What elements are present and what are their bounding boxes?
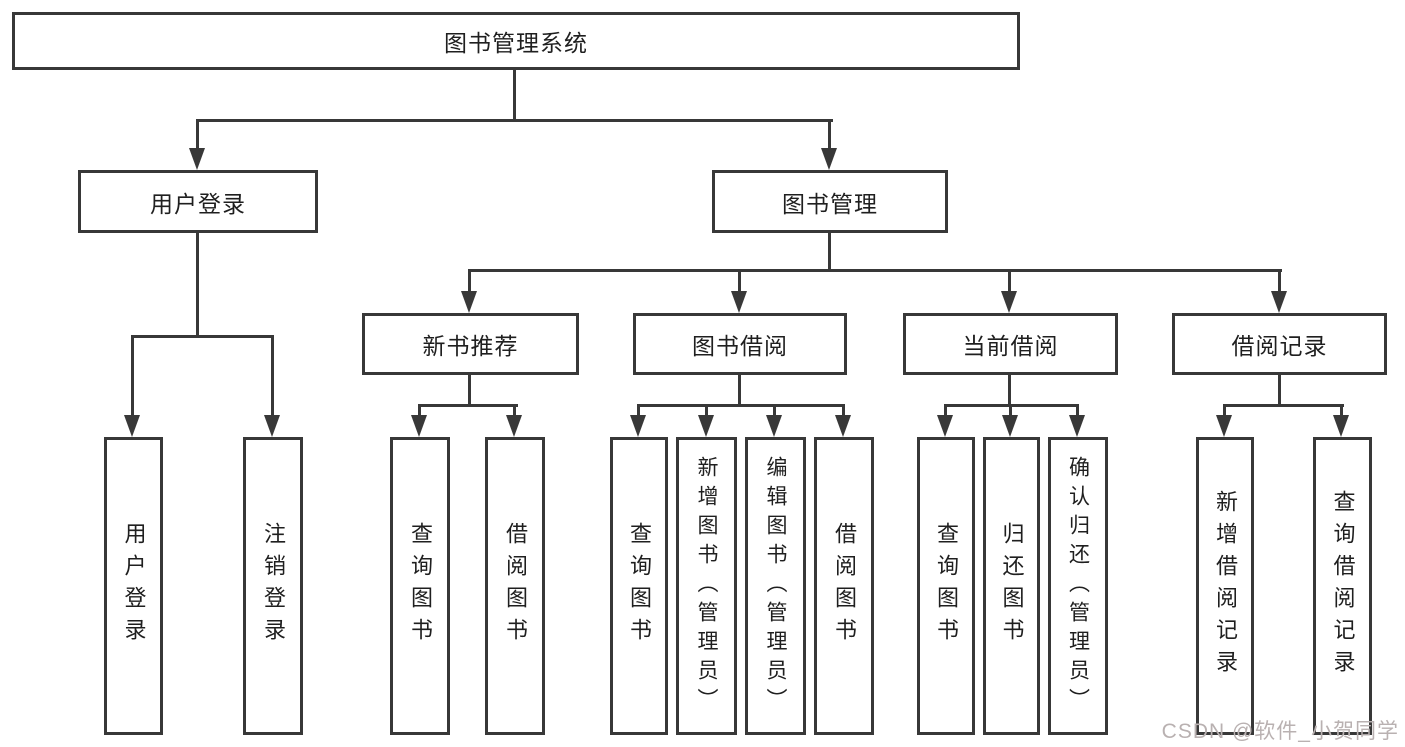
leaf-confirm-return-admin: 确认归还（管理员） bbox=[1048, 437, 1108, 735]
arrow-down-icon bbox=[189, 148, 205, 170]
connector-line bbox=[271, 335, 274, 417]
arrow-down-icon bbox=[630, 415, 646, 437]
connector-line bbox=[944, 404, 947, 417]
connector-line bbox=[842, 404, 845, 417]
connector-line bbox=[1008, 375, 1011, 406]
leaf-query-books-recommend: 查询图书 bbox=[390, 437, 450, 735]
arrow-down-icon bbox=[937, 415, 953, 437]
arrow-down-icon bbox=[461, 291, 477, 313]
connector-line bbox=[468, 269, 1282, 272]
node-current-borrowing: 当前借阅 bbox=[903, 313, 1118, 375]
connector-line bbox=[1076, 404, 1079, 417]
leaf-query-books-current: 查询图书 bbox=[917, 437, 975, 735]
leaf-add-book-admin: 新增图书（管理员） bbox=[676, 437, 737, 735]
connector-line bbox=[468, 269, 471, 293]
node-system-root: 图书管理系统 bbox=[12, 12, 1020, 70]
connector-line bbox=[738, 375, 741, 406]
arrow-down-icon bbox=[1333, 415, 1349, 437]
arrow-down-icon bbox=[821, 148, 837, 170]
arrow-down-icon bbox=[264, 415, 280, 437]
arrow-down-icon bbox=[124, 415, 140, 437]
connector-line bbox=[705, 404, 708, 417]
connector-line bbox=[513, 69, 516, 122]
leaf-add-borrow-record: 新增借阅记录 bbox=[1196, 437, 1254, 735]
connector-line bbox=[1340, 404, 1343, 417]
connector-line bbox=[828, 119, 831, 150]
connector-line bbox=[1009, 404, 1012, 417]
connector-line bbox=[1223, 404, 1226, 417]
connector-line bbox=[637, 404, 845, 407]
leaf-borrow-books-recommend: 借阅图书 bbox=[485, 437, 545, 735]
node-user-login: 用户登录 bbox=[78, 170, 318, 233]
connector-line bbox=[513, 404, 516, 417]
connector-line bbox=[637, 404, 640, 417]
connector-line bbox=[418, 404, 518, 407]
connector-line bbox=[1278, 269, 1281, 293]
connector-line bbox=[196, 119, 199, 150]
leaf-query-borrow-record: 查询借阅记录 bbox=[1313, 437, 1372, 735]
connector-line bbox=[468, 375, 471, 406]
arrow-down-icon bbox=[506, 415, 522, 437]
connector-line bbox=[1223, 404, 1344, 407]
arrow-down-icon bbox=[1069, 415, 1085, 437]
leaf-borrow-books: 借阅图书 bbox=[814, 437, 874, 735]
arrow-down-icon bbox=[1271, 291, 1287, 313]
connector-line bbox=[773, 404, 776, 417]
connector-line bbox=[828, 233, 831, 271]
arrow-down-icon bbox=[1002, 415, 1018, 437]
connector-line bbox=[418, 404, 421, 417]
connector-line bbox=[1278, 375, 1281, 406]
arrow-down-icon bbox=[1001, 291, 1017, 313]
node-borrowing-records: 借阅记录 bbox=[1172, 313, 1387, 375]
leaf-logout: 注销登录 bbox=[243, 437, 303, 735]
connector-line bbox=[196, 119, 833, 122]
arrow-down-icon bbox=[835, 415, 851, 437]
arrow-down-icon bbox=[731, 291, 747, 313]
node-new-book-recommend: 新书推荐 bbox=[362, 313, 579, 375]
arrow-down-icon bbox=[766, 415, 782, 437]
node-book-management: 图书管理 bbox=[712, 170, 948, 233]
watermark: CSDN @软件_小贺同学 bbox=[1161, 720, 1399, 743]
arrow-down-icon bbox=[698, 415, 714, 437]
leaf-return-books: 归还图书 bbox=[983, 437, 1040, 735]
arrow-down-icon bbox=[411, 415, 427, 437]
connector-line bbox=[1008, 269, 1011, 293]
leaf-query-books-borrowing: 查询图书 bbox=[610, 437, 668, 735]
leaf-edit-book-admin: 编辑图书（管理员） bbox=[745, 437, 806, 735]
connector-line bbox=[738, 269, 741, 293]
arrow-down-icon bbox=[1216, 415, 1232, 437]
connector-line bbox=[131, 335, 274, 338]
connector-line bbox=[196, 233, 199, 337]
leaf-user-login: 用户登录 bbox=[104, 437, 163, 735]
connector-line bbox=[131, 335, 134, 417]
node-book-borrowing: 图书借阅 bbox=[633, 313, 847, 375]
